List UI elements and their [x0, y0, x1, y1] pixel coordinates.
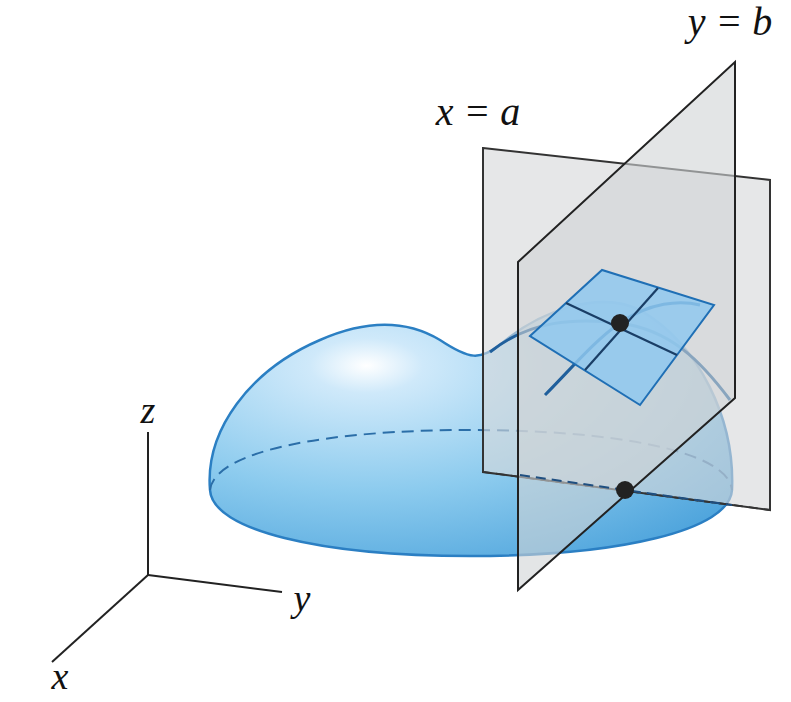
plane-y-b — [518, 62, 735, 590]
axis-label: y — [294, 579, 311, 617]
axis-label: y = b — [688, 2, 773, 42]
base-trace — [520, 475, 732, 505]
axis-label: x = a — [436, 92, 521, 132]
plane-y-b-hidden — [734, 300, 736, 398]
point-on-surface — [611, 314, 629, 332]
tangent-plane — [530, 270, 714, 405]
axis-label: z — [141, 391, 156, 429]
axis-label: x — [52, 657, 69, 695]
tangent-lines — [566, 288, 677, 370]
point-on-base — [616, 481, 634, 499]
